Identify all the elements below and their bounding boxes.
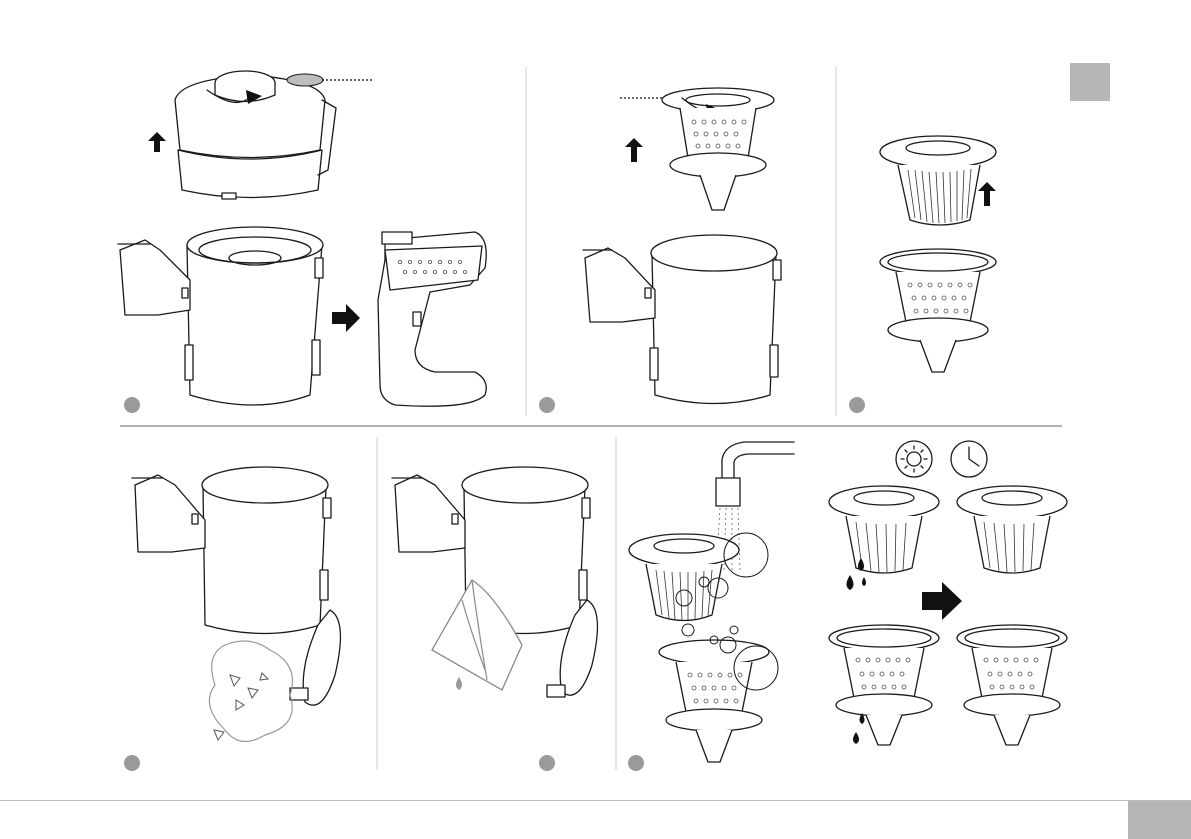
water-drop-icon [456,677,462,690]
panel-5 [377,430,616,775]
step-marker-4 [124,755,140,771]
dry-filter-sun-clock-icon [816,430,1076,775]
clock-icon [951,441,987,477]
faucet-icon [716,442,794,506]
arrow-right-icon [922,582,962,620]
step-marker-5 [539,755,555,771]
water-drop-icon [847,575,854,590]
panel-4 [0,430,377,775]
empty-dust-cup-icon [0,430,377,775]
step-marker-6 [628,755,644,771]
arrow-up-icon [978,182,996,206]
rinse-filter-icon [616,430,816,775]
step-marker-3 [849,397,865,413]
wipe-dust-cup-icon [377,430,616,775]
filter-separate-icon [0,0,1080,420]
panel-6 [616,430,816,775]
panel-3 [0,0,1080,420]
sun-icon [896,441,932,477]
panel-7 [816,430,1076,775]
